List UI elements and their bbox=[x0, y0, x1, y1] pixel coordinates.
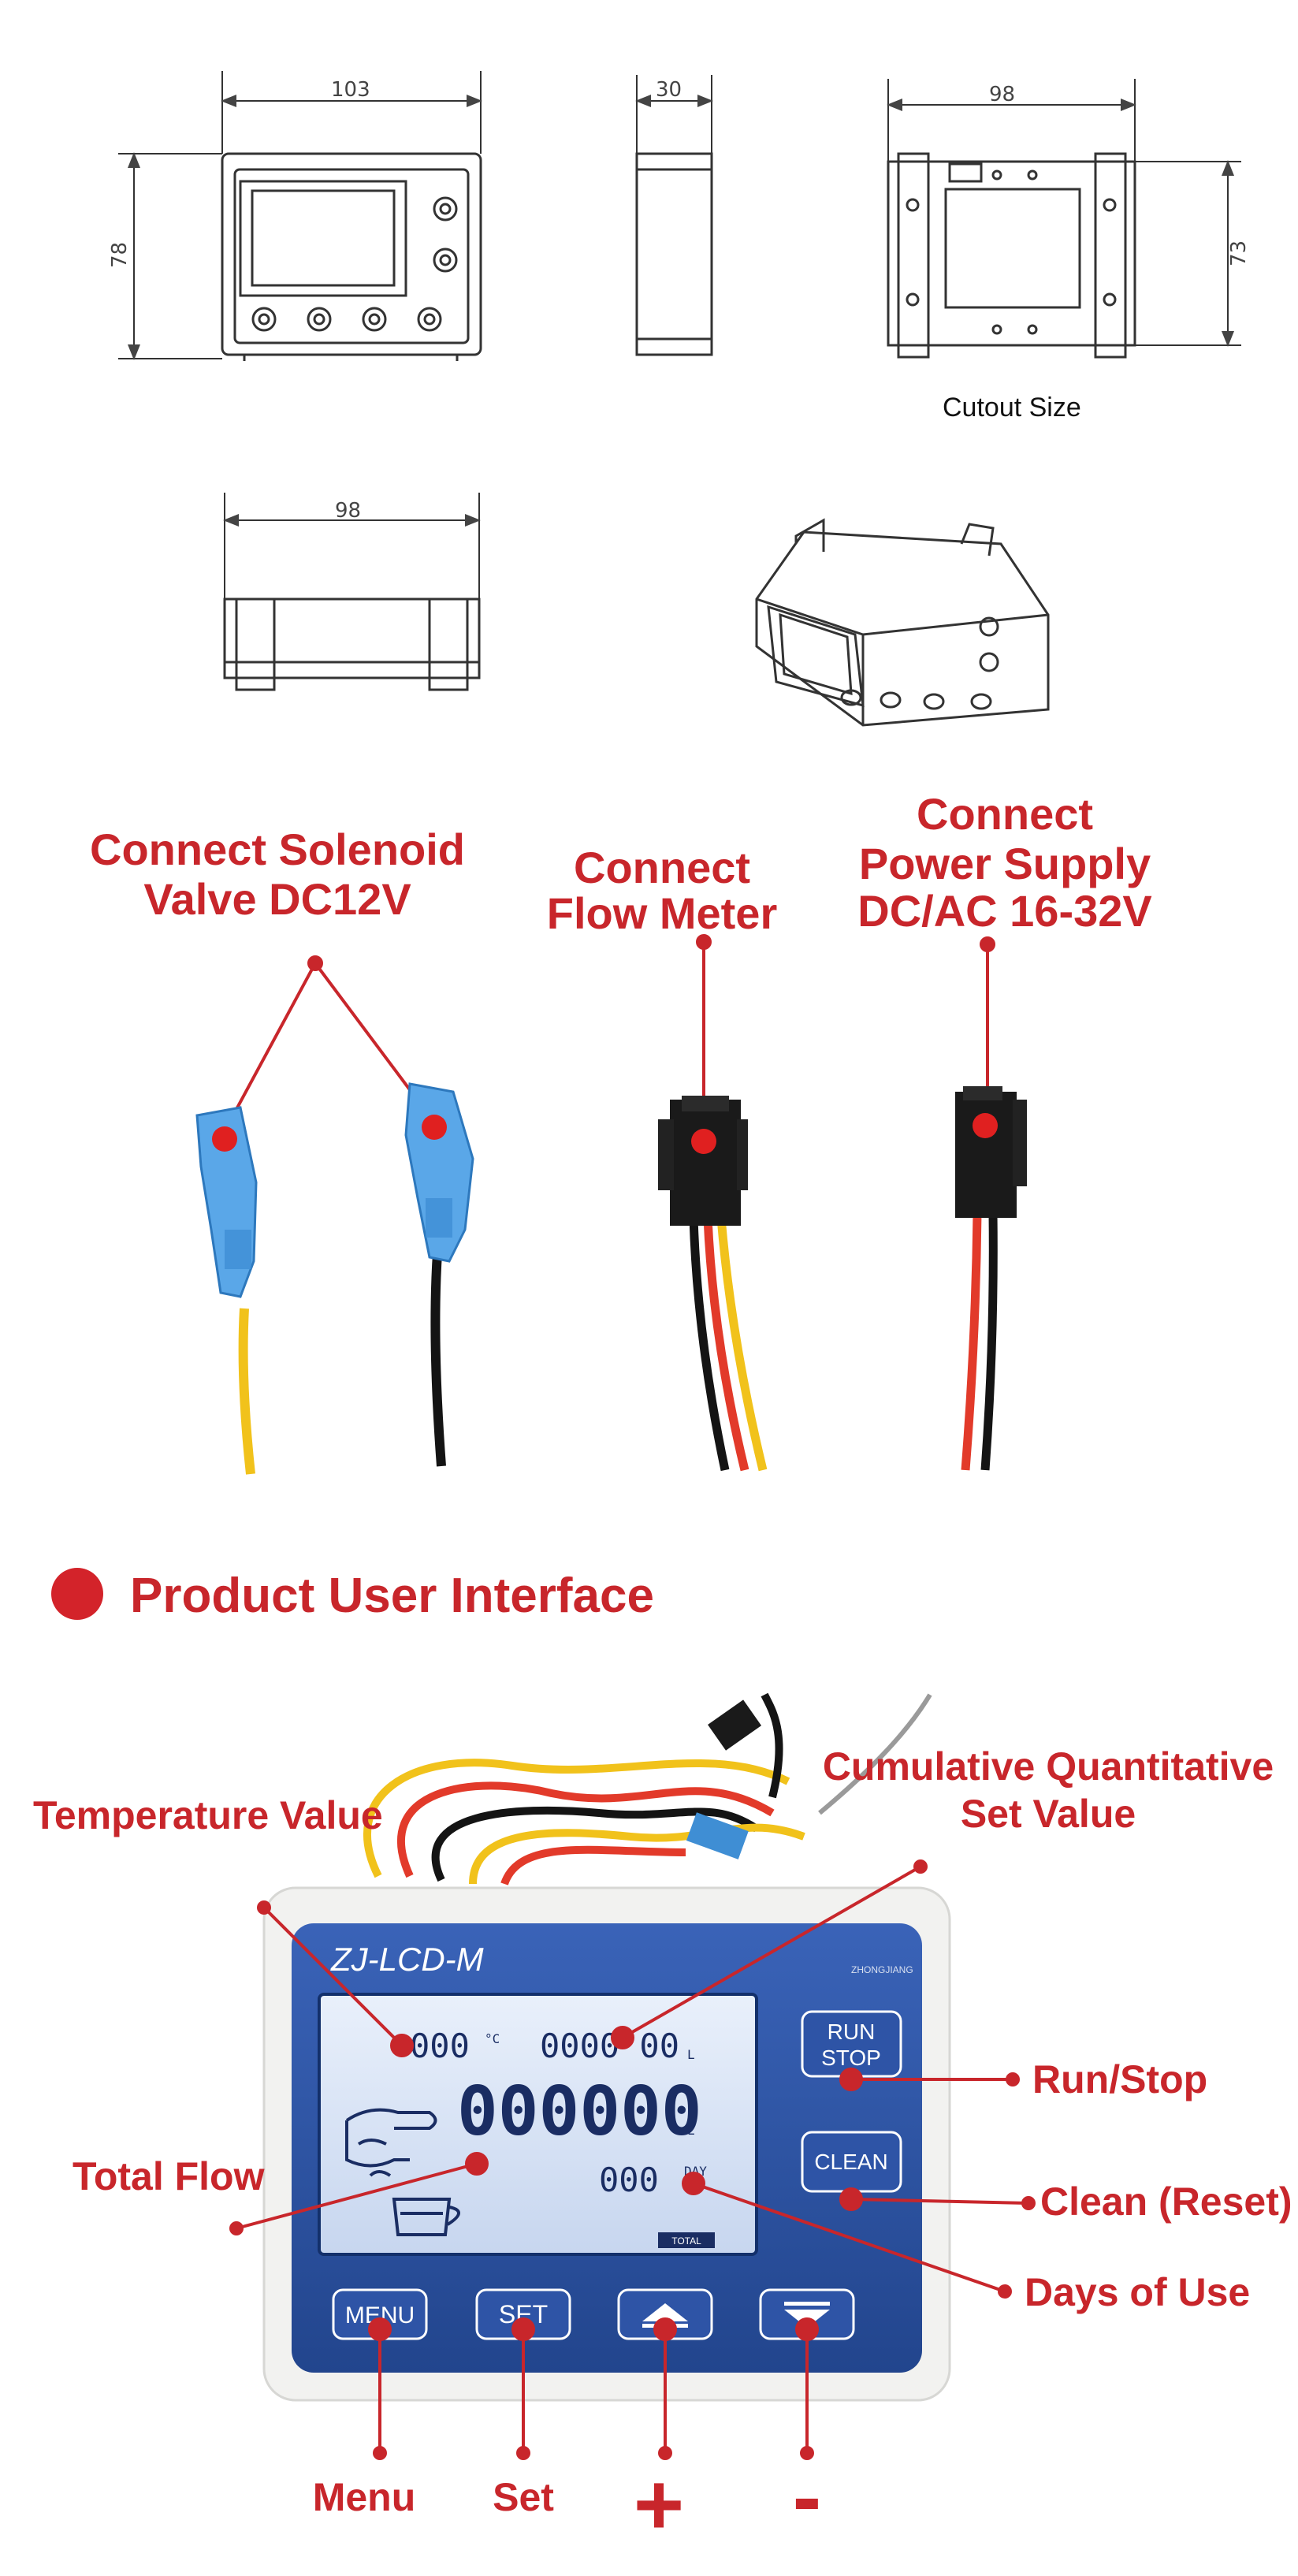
power-supply-connector bbox=[955, 1086, 1027, 1471]
power-label-line2: Power Supply bbox=[859, 839, 1151, 888]
drawing-front-view bbox=[118, 71, 482, 361]
arrow-up-icon bbox=[642, 2303, 688, 2321]
drawing-back-view bbox=[887, 79, 1241, 359]
ui-callout-leaders bbox=[229, 1859, 1036, 2460]
lcd-total-unit: L bbox=[687, 2123, 695, 2138]
device-brand: ZHONGJIANG bbox=[851, 1964, 913, 1975]
ui-section-heading: Product User Interface bbox=[130, 1569, 654, 1623]
run-button-line1: RUN bbox=[828, 2019, 876, 2044]
solenoid-connector-yellow bbox=[195, 1106, 258, 1475]
flow-label-line1: Connect bbox=[574, 843, 750, 892]
bottom-width-dim: 98 bbox=[335, 499, 361, 523]
solenoid-valve-label: Connect Solenoid Valve DC12V bbox=[90, 825, 465, 924]
lcd-days-digits: 000 bbox=[599, 2161, 659, 2199]
clean-button-label: CLEAN bbox=[814, 2150, 887, 2174]
device-model: ZJ-LCD-M bbox=[330, 1941, 484, 1978]
callout-days-of-use: Days of Use bbox=[1025, 2270, 1250, 2314]
flow-label-line2: Flow Meter bbox=[547, 888, 777, 938]
callout-cumulative-line1: Cumulative Quantitative bbox=[823, 1744, 1274, 1789]
solenoid-label-line1: Connect Solenoid bbox=[90, 825, 465, 874]
lcd-total-digits: 000000 bbox=[457, 2072, 702, 2151]
solenoid-connector-black bbox=[404, 1082, 474, 1467]
callout-cumulative-line2: Set Value bbox=[961, 1792, 1136, 1836]
callout-set: Set bbox=[493, 2475, 554, 2519]
solenoid-label-line2: Valve DC12V bbox=[143, 874, 411, 924]
section-bullet-icon bbox=[51, 1568, 103, 1620]
power-supply-label: Connect Power Supply DC/AC 16-32V bbox=[857, 789, 1151, 936]
faucet-icon bbox=[345, 2108, 437, 2177]
cup-icon bbox=[392, 2198, 460, 2236]
lcd-total-badge: TOTAL bbox=[671, 2235, 701, 2247]
lcd-cumulative-digits: 0000 00 bbox=[540, 2027, 679, 2065]
drawing-side-view bbox=[635, 75, 713, 356]
menu-button[interactable]: MENU bbox=[332, 2288, 428, 2340]
lcd-screen bbox=[318, 1993, 758, 2256]
flow-meter-label: Connect Flow Meter bbox=[547, 843, 777, 938]
drawing-bottom-view bbox=[223, 493, 481, 691]
device-wire-bundle bbox=[363, 1692, 932, 1885]
down-button[interactable] bbox=[759, 2288, 855, 2340]
flow-meter-connector bbox=[658, 1096, 768, 1472]
wiring-leaders bbox=[223, 934, 995, 1132]
front-height-dim: 78 bbox=[108, 242, 132, 268]
back-width-dim: 98 bbox=[989, 83, 1015, 106]
drawing-isometric-view bbox=[755, 518, 1050, 727]
run-stop-button[interactable]: RUN STOP bbox=[801, 2010, 902, 2078]
clean-button[interactable]: CLEAN bbox=[801, 2131, 902, 2193]
callout-menu: Menu bbox=[313, 2475, 416, 2519]
callout-total-flow: Total Flow bbox=[73, 2154, 265, 2198]
power-label-line1: Connect bbox=[917, 789, 1093, 839]
lcd-cumulative-unit: L bbox=[687, 2047, 695, 2062]
lcd-temp-digits: 000 bbox=[410, 2027, 470, 2065]
callout-temperature: Temperature Value bbox=[33, 1793, 383, 1837]
run-button-line2: STOP bbox=[821, 2046, 881, 2070]
lcd-temp-unit: °C bbox=[485, 2031, 500, 2046]
lcd-total-badge-bg bbox=[658, 2232, 715, 2248]
callout-minus: - bbox=[793, 2448, 822, 2545]
power-label-line3: DC/AC 16-32V bbox=[857, 886, 1151, 936]
cutout-caption: Cutout Size bbox=[943, 393, 1081, 423]
callout-plus: + bbox=[634, 2456, 684, 2553]
back-height-dim: 73 bbox=[1227, 240, 1251, 266]
side-depth-dim: 30 bbox=[656, 78, 682, 102]
front-width-dim: 103 bbox=[331, 78, 370, 102]
callout-run-stop: Run/Stop bbox=[1032, 2057, 1207, 2101]
callout-clean-reset: Clean (Reset) bbox=[1040, 2180, 1292, 2224]
